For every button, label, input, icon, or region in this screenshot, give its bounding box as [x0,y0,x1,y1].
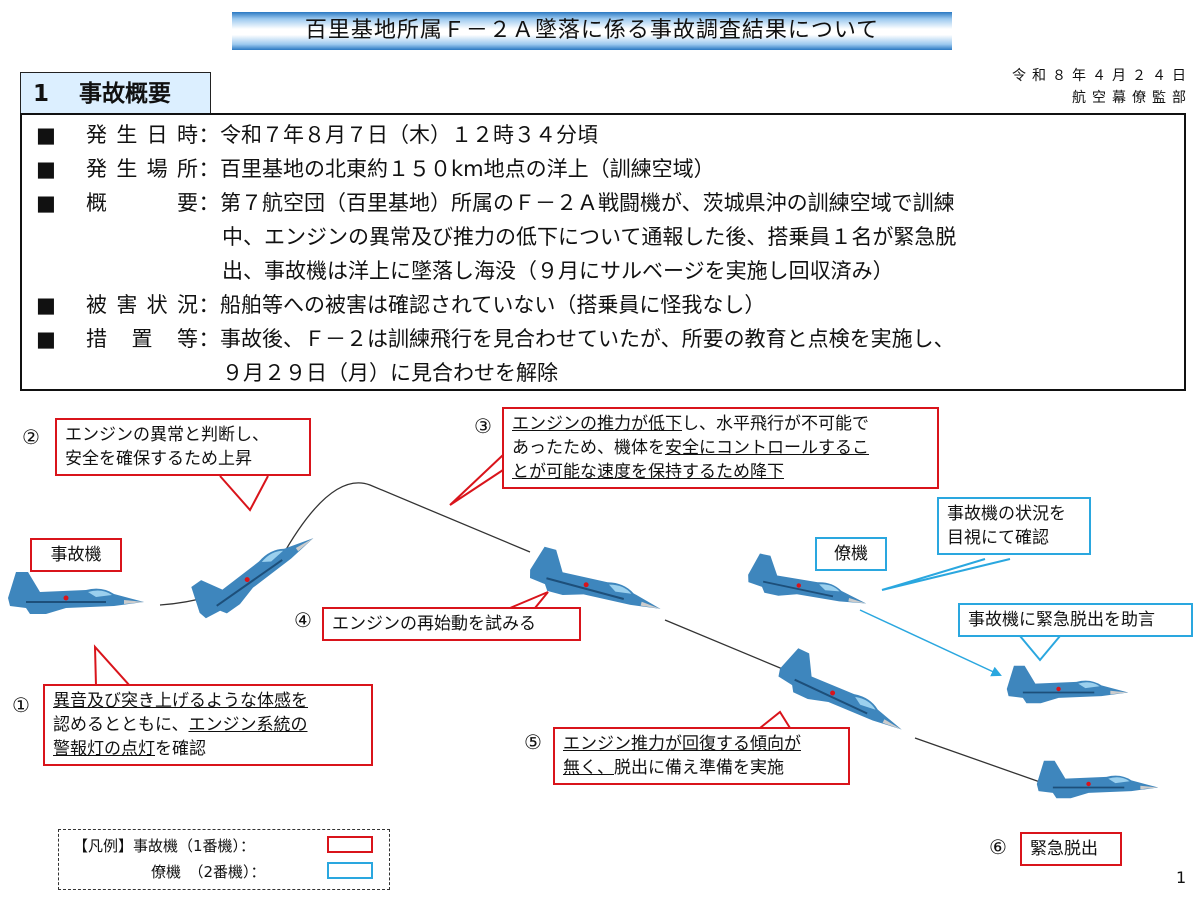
bullet-icon: ■ [36,191,56,215]
bullet-icon: ■ [36,327,56,351]
legend-wingman-label: 僚機 （2番機）： [151,863,266,881]
legend: 【凡例】事故機（1番機）： 僚機 （2番機）： [58,829,390,890]
summary-text: 第７航空団（百里基地）所属のＦ－２Ａ戦闘機が、茨城県沖の訓練空域で訓練 [220,191,955,215]
jet-icon [1035,759,1160,800]
step-text: エンジンの再始動を試みる [332,614,536,634]
summary-text: 百里基地の北東約１５０km地点の洋上（訓練空域） [220,157,715,181]
step-text: エンジンの推力が低下 [512,414,682,434]
step-text: 脱出に備え準備を実施 [614,758,784,778]
bullet-icon: ■ [36,157,56,181]
wingman-note-advise-eject: 事故機に緊急脱出を助言 [958,603,1193,637]
step-text: 安全を確保するため上昇 [65,449,252,469]
step-callout: 緊急脱出 [1020,832,1122,866]
step-number: ⑤ [524,730,542,754]
step-number: ③ [474,414,492,438]
step-text: エンジン推力が回復する傾向が [563,734,801,754]
section-number: 1 [33,81,50,107]
bullet-icon: ■ [36,123,56,147]
step-text: とが可能な速度を保持するため降下 [512,462,784,482]
step-text: エンジンの異常と判断し、 [65,425,269,445]
section-label: 事故概要 [79,81,172,107]
summary-row: ■措置等：事故後、Ｆ－２は訓練飛行を見合わせていたが、所要の教育と点検を実施し、 [36,322,955,356]
step-text: エンジン系統の [188,715,308,735]
summary-label: 措置等 [86,327,198,351]
summary-label: 被害状況 [86,293,198,317]
bullet-icon: ■ [36,293,56,317]
step-text: を確認 [155,739,206,759]
step-text: 異音及び突き上げるような体感を [53,691,308,711]
summary-box: ■発生日時：令和７年８月７日（木）１２時３４分頃■発生場所：百里基地の北東約１５… [20,113,1186,391]
summary-label: 発生日時 [86,123,198,147]
summary-text: 令和７年８月７日（木）１２時３４分頃 [220,123,598,147]
wingman-label: 僚機 [815,537,887,571]
step-number: ② [22,425,40,449]
summary-text: 船舶等への被害は確認されていない（搭乗員に怪我なし） [220,293,766,317]
page-number: 1 [1176,868,1187,887]
summary-text-continued: ９月２９日（月）に見合わせを解除 [222,361,558,385]
section-heading: 1 事故概要 [20,72,211,114]
legend-accident-swatch [327,836,373,853]
step-callout: エンジンの異常と判断し、安全を確保するため上昇 [55,418,311,476]
step-number: ⑥ [989,835,1007,859]
accident-aircraft-label: 事故機 [30,538,122,572]
summary-row: ■発生場所：百里基地の北東約１５０km地点の洋上（訓練空域） [36,152,715,186]
document-org: 航空幕僚監部 [1072,90,1192,106]
summary-text: 事故後、Ｆ－２は訓練飛行を見合わせていたが、所要の教育と点検を実施し、 [220,327,955,351]
summary-label: 発生場所 [86,157,198,181]
step-callout: 異音及び突き上げるような体感を認めるとともに、エンジン系統の警報灯の点灯を確認 [43,684,373,766]
step-text: 無く、 [563,758,614,778]
step-callout: エンジンの推力が低下し、水平飛行が不可能であったため、機体を安全にコントロールす… [502,407,939,489]
legend-title: 【凡例】 [73,837,134,855]
step-text: 緊急脱出 [1030,839,1098,859]
legend-accident-label: 事故機（1番機）： [133,837,256,855]
summary-label: 概要 [86,191,198,215]
step-number: ④ [294,608,312,632]
step-text: 安全にコントロールするこ [665,438,869,458]
document-title: 百里基地所属Ｆ－２Ａ墜落に係る事故調査結果について [232,12,952,50]
jet-icon [1005,664,1130,705]
summary-text-continued: 出、事故機は洋上に墜落し海没（９月にサルベージを実施し回収済み） [222,259,894,283]
document-date: 令和８年４月２４日 [1012,68,1192,84]
legend-wingman-swatch [327,862,373,879]
summary-row: ■発生日時：令和７年８月７日（木）１２時３４分頃 [36,118,598,152]
summary-row: ■概要：第７航空団（百里基地）所属のＦ－２Ａ戦闘機が、茨城県沖の訓練空域で訓練 [36,186,955,220]
step-number: ① [12,693,30,717]
step-text: 認めるとともに、 [53,715,189,735]
step-text: 警報灯の点灯 [53,739,155,759]
step-text: し、水平飛行が不可能で [682,414,869,434]
jet-icon [6,570,146,616]
summary-text-continued: 中、エンジンの異常及び推力の低下について通報した後、搭乗員１名が緊急脱 [222,225,957,249]
wingman-advice-arrow [859,609,1002,677]
step-callout: エンジン推力が回復する傾向が無く、脱出に備え準備を実施 [553,727,850,785]
wingman-note-visual-check: 事故機の状況を 目視にて確認 [937,497,1091,555]
step-callout: エンジンの再始動を試みる [322,607,581,641]
summary-row: ■被害状況：船舶等への被害は確認されていない（搭乗員に怪我なし） [36,288,765,322]
step-text: あったため、機体を [512,438,665,458]
